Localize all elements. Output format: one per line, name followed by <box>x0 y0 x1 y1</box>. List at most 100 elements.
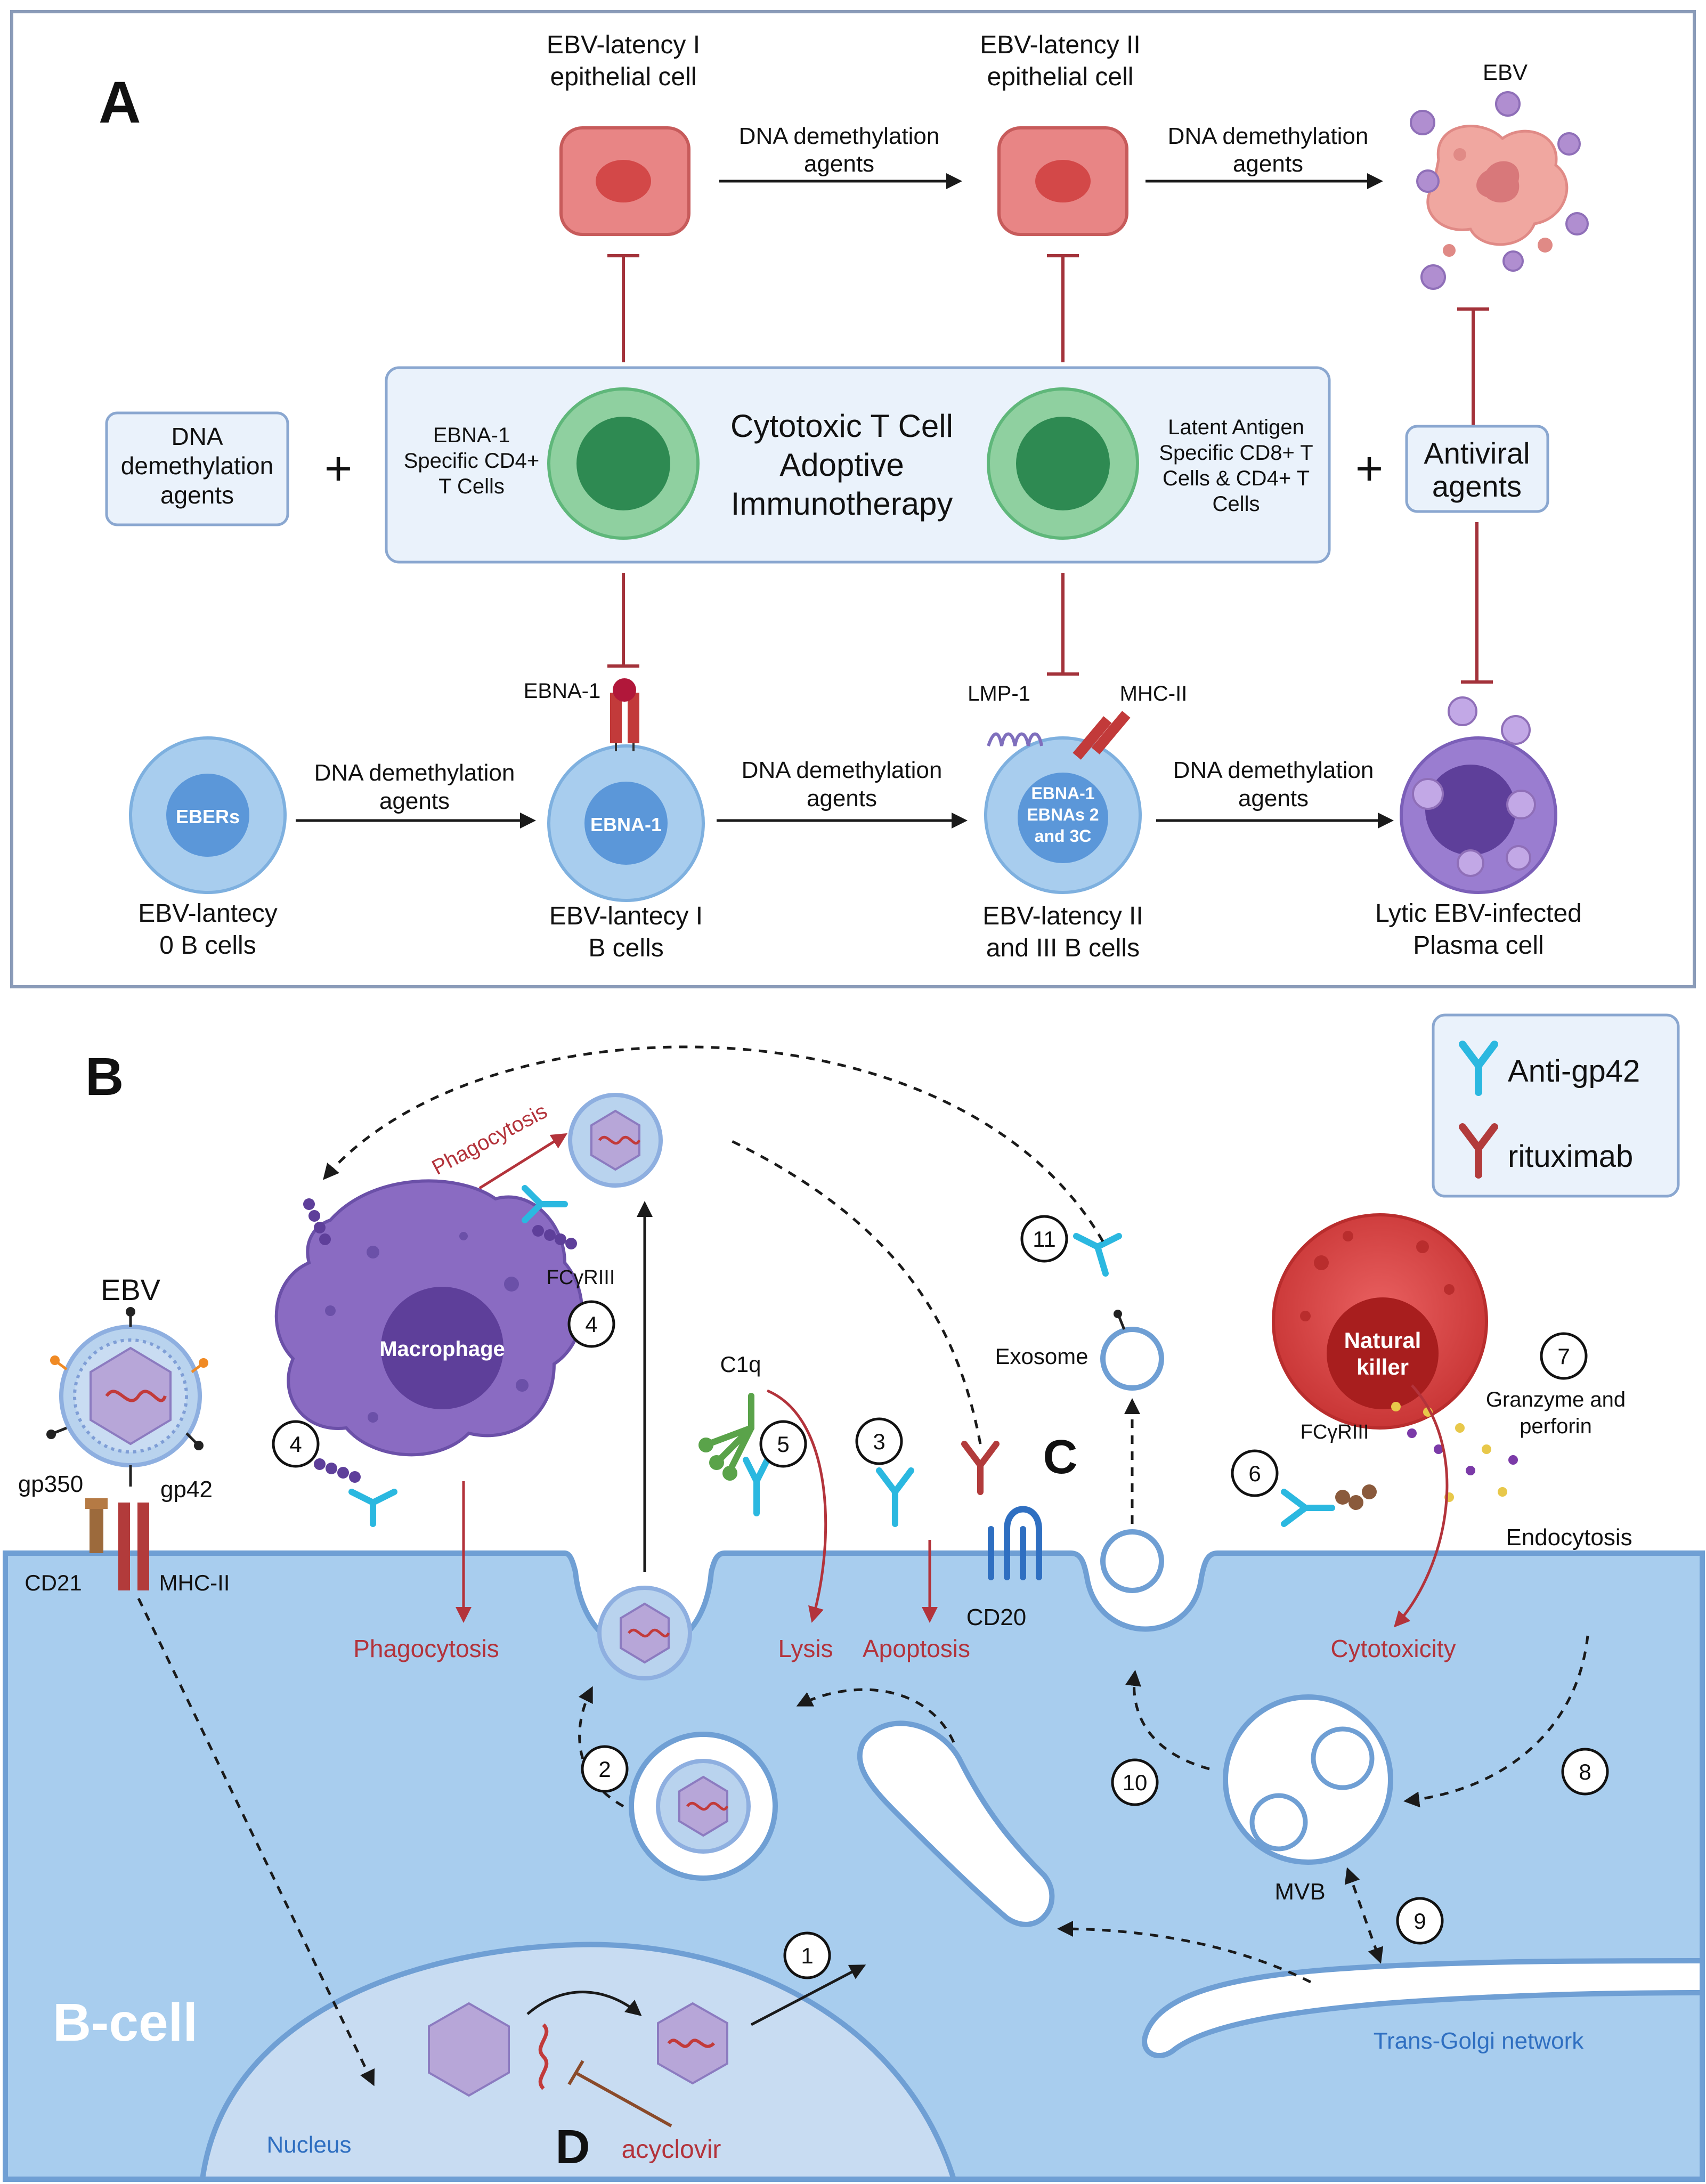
cell2-inner-1: EBNA-1 <box>1031 784 1094 803</box>
step-8: 8 <box>1579 1759 1591 1784</box>
anti-gp42-legend-icon <box>1459 1041 1498 1096</box>
capsid-packaging-arrow <box>526 1991 642 2016</box>
dashed-mvb-to-membrane <box>1125 1670 1210 1771</box>
dashed-er-to-vesicle <box>796 1688 955 1743</box>
cell3-label-2: Plasma cell <box>1413 931 1543 960</box>
ebv-virion-icon <box>1457 849 1484 877</box>
legend-rituximab: rituximab <box>1508 1139 1633 1174</box>
ebv-virion-icon <box>1448 696 1477 726</box>
inhibit-up-1 <box>607 254 639 362</box>
acyclovir-inhibition <box>567 2060 672 2128</box>
cd4-label-1: EBNA-1 <box>433 424 510 447</box>
trans-golgi-label: Trans-Golgi network <box>1374 2028 1584 2054</box>
ebv-virion-icon <box>1416 169 1440 193</box>
step-3: 3 <box>873 1429 885 1454</box>
lmp1-label: LMP-1 <box>968 682 1030 705</box>
epithelial-cell-latency2 <box>997 126 1128 236</box>
fcgr3-label-nk: FCγRIII <box>1301 1421 1369 1443</box>
cell2-inner-3: and 3C <box>1035 826 1092 846</box>
c1q-label: C1q <box>720 1352 761 1377</box>
ebv-virion-vesicle <box>629 1732 778 1881</box>
inhibit-up-ebv <box>1457 307 1489 426</box>
panel-c-label: C <box>1043 1431 1078 1484</box>
dna-demethylation-box <box>105 411 289 526</box>
macrophage-label: Macrophage <box>379 1337 505 1361</box>
inhibit-up-2 <box>1047 254 1079 362</box>
dashed-exosome-to-macrophage <box>323 1045 1104 1243</box>
epithelial-cell-latency1 <box>559 126 690 236</box>
cell1-tag: EBNA-1 <box>524 679 601 703</box>
anti-gp42-antibody <box>348 1489 397 1527</box>
step-4b: 4 <box>289 1432 302 1457</box>
arrow-bottom-3-text-2: agents <box>1238 785 1309 811</box>
capsid-filled-icon <box>657 2002 728 2085</box>
fc-receptor-chain-top <box>303 1198 331 1245</box>
nk-label-1: Natural <box>1344 1328 1421 1353</box>
panel-b-label: B <box>85 1047 124 1107</box>
dashed-endocytosis-to-mvb <box>1403 1635 1589 1808</box>
cd8-label-4: Cells <box>1213 492 1260 516</box>
plus-left: + <box>324 442 353 496</box>
arrow-bottom-1-text-2: agents <box>379 788 450 814</box>
granzyme-label-2: perforin <box>1520 1415 1592 1438</box>
lysis-label: Lysis <box>778 1635 833 1662</box>
anti-gp42-antibody <box>876 1467 914 1527</box>
plus-right: + <box>1355 442 1384 496</box>
exosome-budding <box>1100 1529 1164 1593</box>
cell2-inner-2: EBNAs 2 <box>1027 805 1099 824</box>
anti-gp42-antibody <box>522 1185 568 1223</box>
arrow-top-2-text-1: DNA demethylation <box>1168 123 1369 149</box>
step-7: 7 <box>1557 1344 1570 1369</box>
inhibit-down-antiviral <box>1461 522 1493 684</box>
anti-gp42-antibody <box>1281 1489 1335 1527</box>
ebv-virion <box>46 1307 208 1487</box>
trans-golgi-membrane <box>1142 1958 1705 2059</box>
cell0-label-1: EBV-lantecy <box>138 899 277 928</box>
cell0-label-2: 0 B cells <box>159 931 256 960</box>
arrow-top-1-text-1: DNA demethylation <box>739 123 940 149</box>
acyclovir-label: acyclovir <box>622 2136 721 2164</box>
cd20-protein <box>988 1506 1042 1580</box>
latency1-epi-label-1: EBV-latency I <box>547 31 700 59</box>
cd20-label: CD20 <box>966 1604 1027 1630</box>
arrow-er-out <box>750 1964 866 2026</box>
mhc2-label-a: MHC-II <box>1120 682 1188 705</box>
cell1-inner: EBNA-1 <box>590 814 662 835</box>
ebv-virion-icon <box>1420 264 1446 290</box>
ebv-label-b: EBV <box>101 1273 161 1306</box>
dna-box-line-3: agents <box>160 481 234 509</box>
b-cell-latency2-3 <box>984 711 1142 894</box>
cd21-label: CD21 <box>25 1570 82 1595</box>
rituximab-legend-icon <box>1459 1123 1498 1179</box>
therapy-title-1: Cytotoxic T Cell <box>730 408 953 444</box>
cell0-inner: EBERs <box>176 806 240 827</box>
step-9: 9 <box>1413 1909 1426 1934</box>
ebv-virion-icon <box>1557 132 1581 156</box>
gp42-label: gp42 <box>160 1476 213 1503</box>
cd8-label-3: Cells & CD4+ T <box>1163 467 1310 490</box>
dashed-mhc-to-nucleus <box>137 1597 375 2086</box>
arrow-phago-top <box>478 1133 568 1190</box>
ebv-virion-icon <box>1412 778 1444 810</box>
rituximab-antibody <box>961 1441 1000 1495</box>
inhibit-down-1 <box>607 573 639 668</box>
ebv-virion-icon <box>1502 250 1524 272</box>
dashed-golgi-to-er <box>1057 1921 1312 1984</box>
dashed-mvb-golgi <box>1344 1867 1384 1964</box>
cell3-label-1: Lytic EBV-infected <box>1375 899 1582 928</box>
panel-d-label: D <box>556 2121 590 2174</box>
apoptosis-label: Apoptosis <box>863 1635 970 1662</box>
latency2-epi-label-2: epithelial cell <box>987 63 1134 91</box>
exosome <box>1100 1310 1164 1391</box>
ebv-virion-icon <box>1410 110 1435 135</box>
mhc2-label-b: MHC-II <box>159 1570 230 1595</box>
arrow-bottom-2-text-1: DNA demethylation <box>742 757 943 783</box>
arrow-top-2-text-2: agents <box>1233 151 1303 177</box>
plasma-cell-lytic <box>1400 696 1557 894</box>
cd4-label-3: T Cells <box>438 475 505 498</box>
mvb-label: MVB <box>1274 1879 1325 1905</box>
step-5: 5 <box>777 1432 789 1457</box>
ebv-virion-phagocytosed <box>568 1093 663 1188</box>
ebv-virion-icon <box>1506 790 1536 819</box>
arrow-bottom-2-text-2: agents <box>807 785 877 811</box>
